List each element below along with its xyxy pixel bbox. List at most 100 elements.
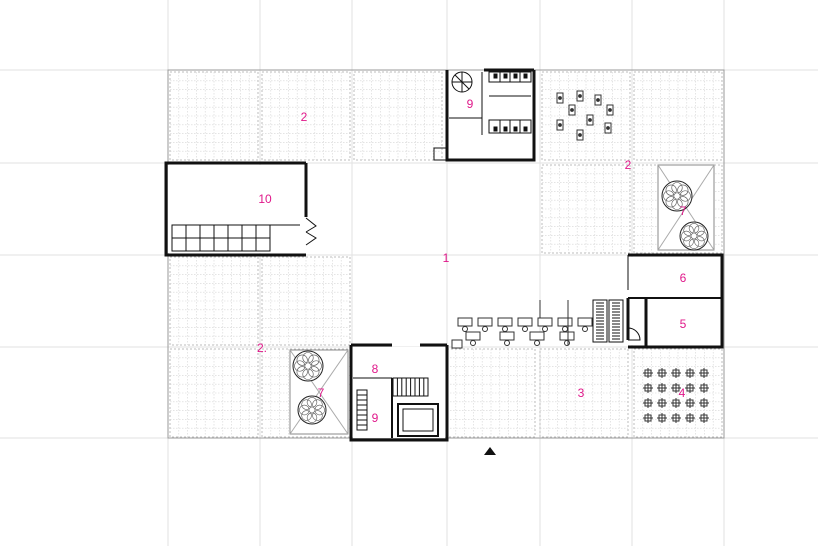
table-icon: [699, 398, 709, 408]
label-exhibition: 3: [578, 386, 585, 400]
seat-dot: [608, 108, 612, 112]
desk-icon: [557, 317, 573, 332]
garden-bed: [289, 349, 349, 435]
desk-icon: [537, 317, 553, 332]
seat-dot: [606, 126, 610, 130]
rooms-5-6-outline: [628, 253, 724, 349]
table-icon: [685, 383, 695, 393]
seat-dot: [588, 118, 592, 122]
table-icon: [671, 368, 681, 378]
floor-tile: [261, 71, 351, 161]
tree-icon: [679, 221, 709, 251]
stair-treads: [396, 378, 425, 396]
desk-icon: [529, 331, 545, 346]
label-core-north: 9: [467, 97, 474, 111]
tree-leaf: [301, 399, 312, 410]
table-icon: [685, 398, 695, 408]
desk-top: [497, 317, 513, 327]
tree-leaf: [677, 184, 689, 196]
desk-icon: [577, 317, 593, 332]
desk-top: [517, 317, 533, 327]
seat-dot: [558, 123, 562, 127]
label-room-6: 6: [680, 271, 687, 285]
ne-furniture: [556, 90, 614, 141]
table-icon: [657, 368, 667, 378]
chair: [562, 326, 568, 332]
lift-shaft: [397, 403, 439, 437]
core-north-fill: [449, 72, 532, 158]
tree-canopy: [292, 350, 324, 382]
garden-diagonal: [289, 349, 349, 435]
toilet-icon: [523, 73, 528, 79]
seat-dot: [570, 108, 574, 112]
chair: [462, 326, 468, 332]
tree-leaf: [302, 368, 314, 380]
cafe-tables: [643, 368, 709, 423]
tree-leaf: [688, 223, 700, 234]
tree-canopy: [297, 395, 327, 425]
desk-icon: [457, 317, 473, 332]
lounge-seat-icon: [576, 129, 584, 141]
table-icon: [671, 413, 681, 423]
table-icon: [643, 398, 653, 408]
tree-icon: [661, 180, 693, 212]
lounge-seat-icon: [594, 94, 602, 106]
tree-canopy: [679, 221, 709, 251]
tree-icon: [292, 350, 324, 382]
desk-icon: [451, 339, 463, 349]
room-labels: 1 2 2 2. 3 4 5 6 7 7 8 9 9 10: [257, 97, 687, 425]
desk-icon: [465, 331, 481, 346]
floor-tile: [169, 256, 259, 346]
tree-leaf: [301, 410, 312, 421]
hall-10-fill: [168, 165, 304, 253]
stair-treads: [357, 394, 367, 426]
tree-leaf: [671, 198, 683, 210]
gardens: [289, 164, 715, 435]
tree-leaf: [296, 366, 308, 378]
core-south-outline: [349, 345, 449, 442]
table-icon: [685, 368, 695, 378]
tree-leaf: [294, 360, 306, 372]
tree-leaf: [308, 354, 320, 366]
label-workspace-ne: 2: [625, 158, 632, 172]
tree-leaf: [696, 230, 707, 242]
chair: [564, 340, 570, 346]
floor-tile: [353, 71, 443, 161]
table-icon: [699, 413, 709, 423]
workstations: [451, 300, 593, 349]
tree-leaf: [683, 236, 694, 247]
chair: [542, 326, 548, 332]
tree-leaf: [665, 184, 677, 196]
chair: [534, 340, 540, 346]
tree-leaf: [296, 354, 308, 366]
tree-leaf: [312, 399, 323, 410]
floor-tile: [169, 71, 259, 161]
toilet-icon: [503, 73, 508, 79]
seat-dot: [558, 96, 562, 100]
toilet-icon: [503, 126, 508, 132]
tree-leaf: [679, 190, 691, 202]
floor-tile: [541, 71, 631, 161]
escalator-icon: [592, 299, 624, 343]
door-icon: [305, 217, 317, 246]
desk-top: [477, 317, 493, 327]
hall-10-outline: [164, 161, 306, 257]
desk-top: [529, 331, 545, 341]
tree-leaf: [681, 230, 692, 242]
escalator-steps: [596, 302, 620, 340]
desk-top: [457, 317, 473, 327]
seat-dot: [578, 94, 582, 98]
label-garden-s: 7: [318, 386, 325, 400]
tree-leaf: [314, 404, 325, 416]
floor-tile: [633, 71, 723, 161]
table-icon: [699, 368, 709, 378]
tree-leaf: [306, 412, 318, 423]
spiral-stair-tread: [454, 74, 470, 90]
tree-leaf: [310, 360, 322, 372]
desk-top: [537, 317, 553, 327]
label-room-5: 5: [680, 317, 687, 331]
tree-leaf: [688, 238, 700, 249]
lounge-seat-icon: [568, 104, 576, 116]
desk-top: [499, 331, 515, 341]
chair: [504, 340, 510, 346]
